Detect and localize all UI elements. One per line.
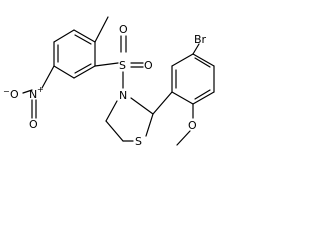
bond: [192, 53, 215, 67]
nitro-oxygen-left-label: O: [10, 88, 19, 101]
bond: [130, 97, 154, 115]
bromine-label: Br: [194, 33, 207, 46]
molecule-structure-diagram: Br O S O N S N + O − O O: [0, 0, 237, 160]
bond: [73, 29, 96, 43]
bond: [194, 89, 211, 100]
bond: [74, 34, 92, 45]
bond: [73, 65, 96, 79]
nitro-charge-label: +: [37, 85, 44, 94]
bond: [145, 113, 154, 137]
nitro-nitrogen-label: N: [29, 88, 37, 101]
o-methyl-bond: [176, 130, 191, 146]
bond: [105, 120, 124, 142]
thiazolidine-ring: [105, 97, 154, 142]
methoxy-oxygen-label: O: [188, 119, 197, 132]
ring-sulfur-label: S: [135, 135, 142, 148]
ring-nitrogen-label: N: [119, 89, 127, 102]
bond: [192, 91, 215, 105]
bond: [105, 100, 118, 122]
nitrophenyl-ring: [53, 29, 96, 79]
bond: [194, 57, 211, 68]
sulfonyl-sulfur-label: S: [119, 59, 126, 72]
bond: [74, 63, 92, 74]
sulfonyl-oxygen-top-label: O: [119, 23, 128, 36]
sulfonyl-oxygen-right-label: O: [144, 59, 153, 72]
nitro-oxygen-charge-label: −: [3, 87, 10, 96]
bond: [171, 91, 194, 105]
nitro-bond: [41, 65, 55, 89]
bond: [94, 62, 119, 67]
bond: [152, 91, 173, 115]
bond: [53, 65, 75, 79]
bromomethoxyphenyl-ring: [171, 53, 215, 105]
bond: [171, 53, 194, 67]
nitro-o-bond: [22, 89, 33, 94]
methyl-bond: [94, 16, 109, 43]
c-br-bond: [192, 43, 200, 55]
nitro-oxygen-right-label: O: [29, 118, 38, 131]
bond: [53, 29, 75, 43]
